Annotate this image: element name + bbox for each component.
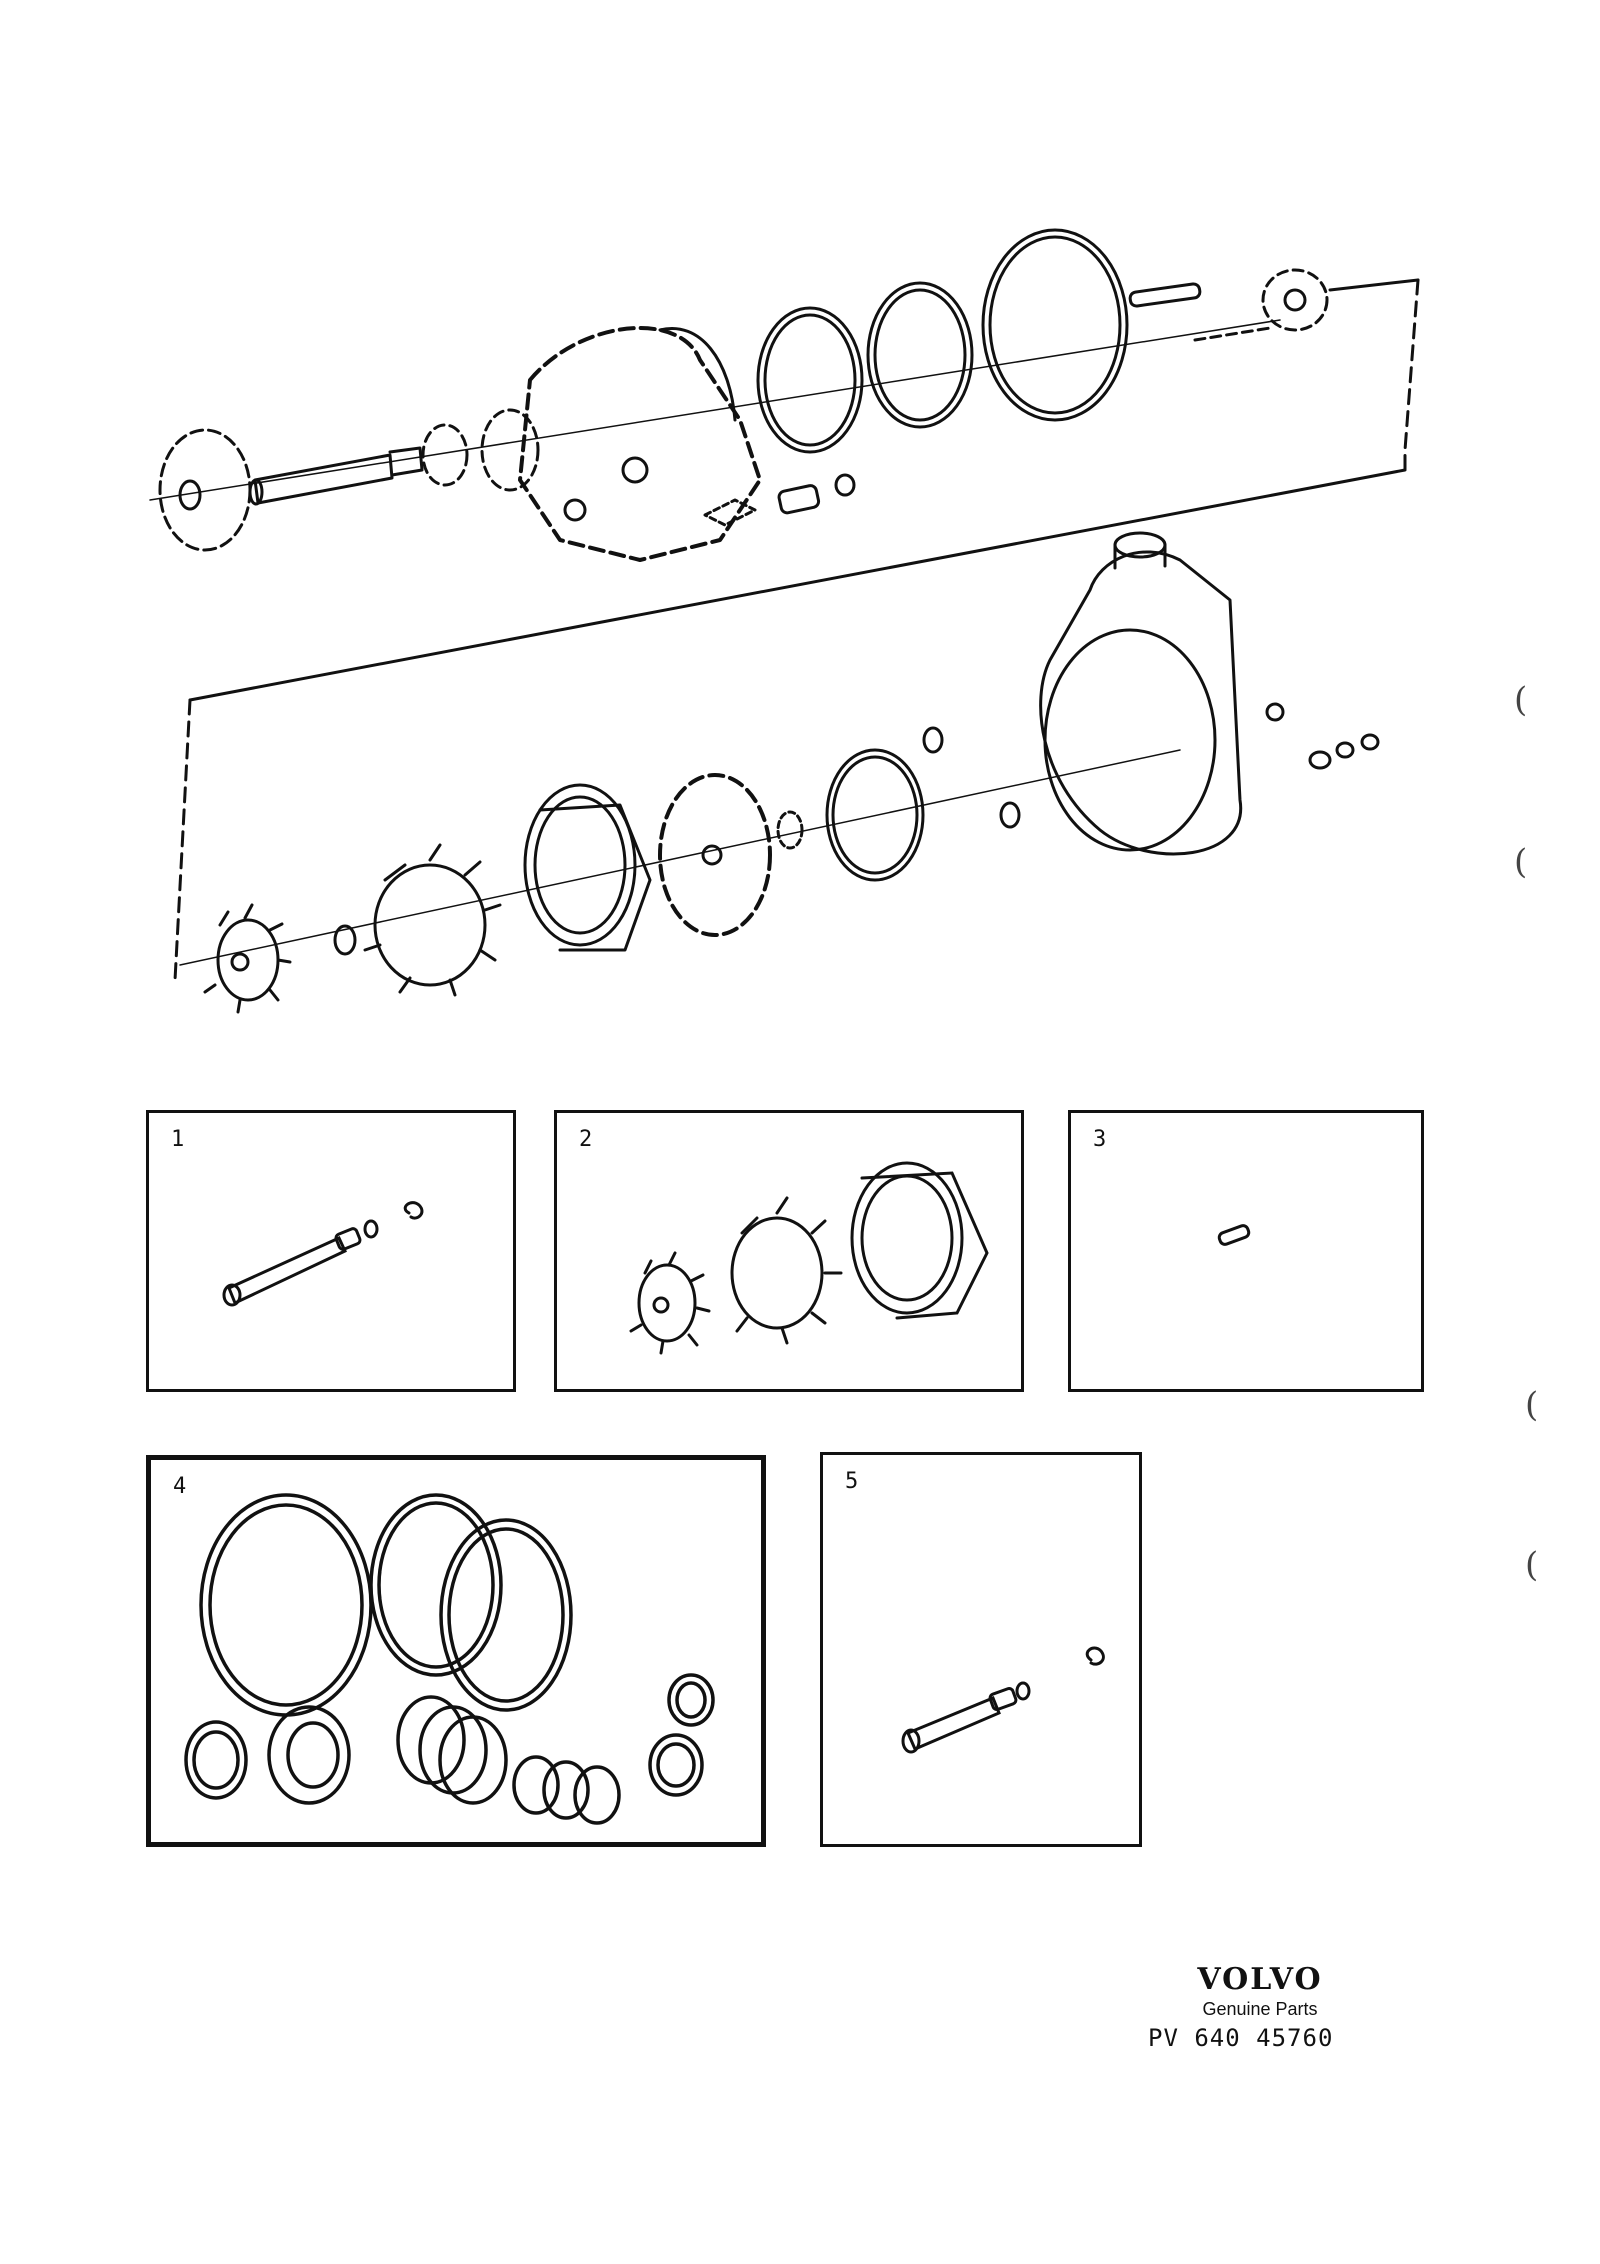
o-ring-2	[866, 281, 974, 429]
kit-box-4: 4	[146, 1455, 766, 1847]
seal-kit-drawing	[184, 1493, 715, 1825]
pin-kit-drawing	[1217, 1224, 1251, 1246]
pin	[1128, 282, 1202, 308]
lower-axis	[179, 749, 1181, 966]
margin-mark: (	[1514, 680, 1528, 720]
margin-mark: (	[1514, 842, 1528, 882]
kit-box-1: 1	[146, 1110, 516, 1392]
kit-number: 4	[173, 1474, 187, 1499]
kit-number: 3	[1093, 1127, 1107, 1152]
part-reference: PV 640 45760	[1148, 2024, 1334, 2052]
pressure-plate	[658, 773, 772, 937]
reservoir	[1039, 531, 1285, 856]
brand-tagline: Genuine Parts	[1202, 1999, 1318, 2019]
kit-box-2: 2	[554, 1110, 1024, 1392]
o-ring-medium	[825, 748, 925, 882]
upper-axis	[149, 319, 1281, 501]
margin-mark: (	[1525, 1545, 1539, 1585]
kit-number: 1	[171, 1127, 185, 1152]
o-ring-3	[981, 228, 1129, 422]
shaft-kit-drawing	[222, 1201, 424, 1307]
exploded-view-drawing	[149, 228, 1420, 1014]
margin-mark: (	[1525, 1385, 1539, 1425]
shaft-repair-kit-drawing	[901, 1646, 1105, 1754]
pump-shaft	[248, 446, 424, 506]
dashed-frame	[1403, 278, 1420, 472]
kit-box-5: 5	[820, 1452, 1142, 1847]
rotor	[363, 843, 502, 997]
rotor-kit-drawing	[629, 1161, 989, 1355]
kit-number: 2	[579, 1127, 593, 1152]
brand-name: VOLVO	[1197, 1962, 1323, 1997]
pump-housing	[480, 325, 762, 562]
o-ring-1	[756, 306, 864, 454]
bearing	[421, 423, 469, 487]
end-cap-right	[1261, 268, 1329, 332]
volvo-logo: VOLVO Genuine Parts	[1160, 1962, 1360, 2020]
valve-spring	[703, 473, 856, 527]
drive-gear	[203, 903, 292, 1014]
kit-number: 5	[845, 1469, 859, 1494]
cam-ring	[523, 783, 652, 952]
kit-box-3: 3	[1068, 1110, 1424, 1392]
end-flange-left	[158, 428, 252, 552]
